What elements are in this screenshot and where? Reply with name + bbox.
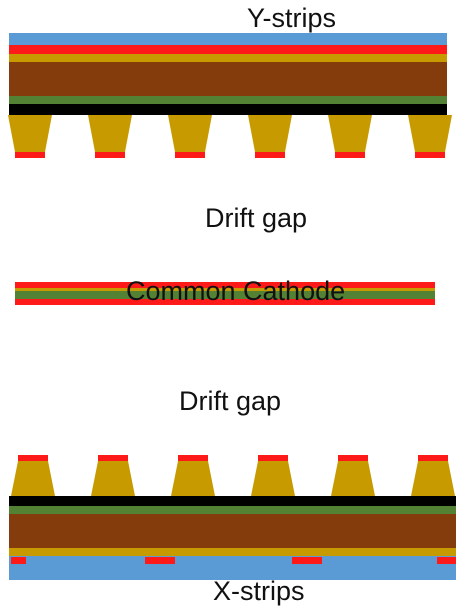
top-brown-board bbox=[9, 62, 447, 96]
top-pillar bbox=[168, 115, 212, 158]
bottom-pillar-tip bbox=[178, 455, 208, 461]
x-strip-pad bbox=[11, 557, 26, 564]
top-pillar-body bbox=[328, 115, 372, 152]
top-pillar-tip bbox=[255, 152, 285, 158]
x-strips-label: X-strips bbox=[213, 576, 305, 606]
x-strip-pad bbox=[145, 557, 175, 564]
bottom-pillar-tip bbox=[258, 455, 288, 461]
top-pillar-body bbox=[168, 115, 212, 152]
top-pillar-body bbox=[408, 115, 452, 152]
bottom-pillar-tip bbox=[18, 455, 48, 461]
top-red-strip-layer bbox=[9, 45, 447, 54]
bottom-pillar-body bbox=[251, 461, 295, 496]
drift-gap-bottom-label: Drift gap bbox=[179, 386, 282, 416]
top-pillar-body bbox=[8, 115, 52, 152]
y-strips-label: Y-strips bbox=[247, 3, 337, 33]
top-pillar bbox=[8, 115, 52, 158]
top-pillar bbox=[328, 115, 372, 158]
top-readout-board bbox=[8, 33, 452, 158]
top-pillar-row bbox=[8, 115, 452, 158]
top-pillar bbox=[248, 115, 292, 158]
top-pillar-body bbox=[248, 115, 292, 152]
common-cathode bbox=[15, 282, 435, 305]
bottom-pillar bbox=[251, 455, 295, 496]
cathode-gold bbox=[15, 288, 435, 291]
bottom-pillar-tip bbox=[418, 455, 448, 461]
bottom-pillar bbox=[411, 455, 455, 496]
top-blue-strip-layer bbox=[9, 33, 447, 45]
top-pillar-tip bbox=[175, 152, 205, 158]
bottom-green-layer bbox=[9, 506, 456, 514]
bottom-pillar-body bbox=[91, 461, 135, 496]
bottom-strip-pad-row bbox=[11, 557, 456, 564]
bottom-pillar bbox=[331, 455, 375, 496]
top-pillar-tip bbox=[335, 152, 365, 158]
bottom-pillar-tip bbox=[338, 455, 368, 461]
top-pillar-tip bbox=[415, 152, 445, 158]
top-pillar-body bbox=[88, 115, 132, 152]
bottom-pillar bbox=[171, 455, 215, 496]
bottom-readout-board bbox=[9, 455, 456, 580]
bottom-brown-board bbox=[9, 514, 456, 548]
bottom-pillar-body bbox=[331, 461, 375, 496]
top-green-layer bbox=[9, 96, 447, 104]
cathode-red-top bbox=[15, 282, 435, 288]
top-pillar bbox=[408, 115, 452, 158]
top-gold-layer bbox=[9, 54, 447, 62]
drift-gap-top-label: Drift gap bbox=[205, 203, 308, 233]
bottom-blue-strip-layer bbox=[9, 556, 456, 580]
top-pillar-tip bbox=[95, 152, 125, 158]
bottom-pillar-row bbox=[11, 455, 455, 496]
bottom-pillar-body bbox=[11, 461, 55, 496]
top-pillar-tip bbox=[15, 152, 45, 158]
top-pillar bbox=[88, 115, 132, 158]
common-cathode-label: Common Cathode bbox=[126, 276, 346, 306]
bottom-gold-layer bbox=[9, 548, 456, 556]
bottom-pillar-body bbox=[171, 461, 215, 496]
bottom-pillar bbox=[91, 455, 135, 496]
bottom-pillar-tip bbox=[98, 455, 128, 461]
x-strip-pad bbox=[292, 557, 322, 564]
cathode-red-bottom bbox=[15, 299, 435, 305]
bottom-pillar-body bbox=[411, 461, 455, 496]
cathode-green bbox=[15, 291, 435, 299]
bottom-black-layer bbox=[9, 496, 456, 506]
top-black-layer bbox=[9, 104, 447, 115]
bottom-pillar bbox=[11, 455, 55, 496]
x-strip-pad bbox=[437, 557, 456, 564]
